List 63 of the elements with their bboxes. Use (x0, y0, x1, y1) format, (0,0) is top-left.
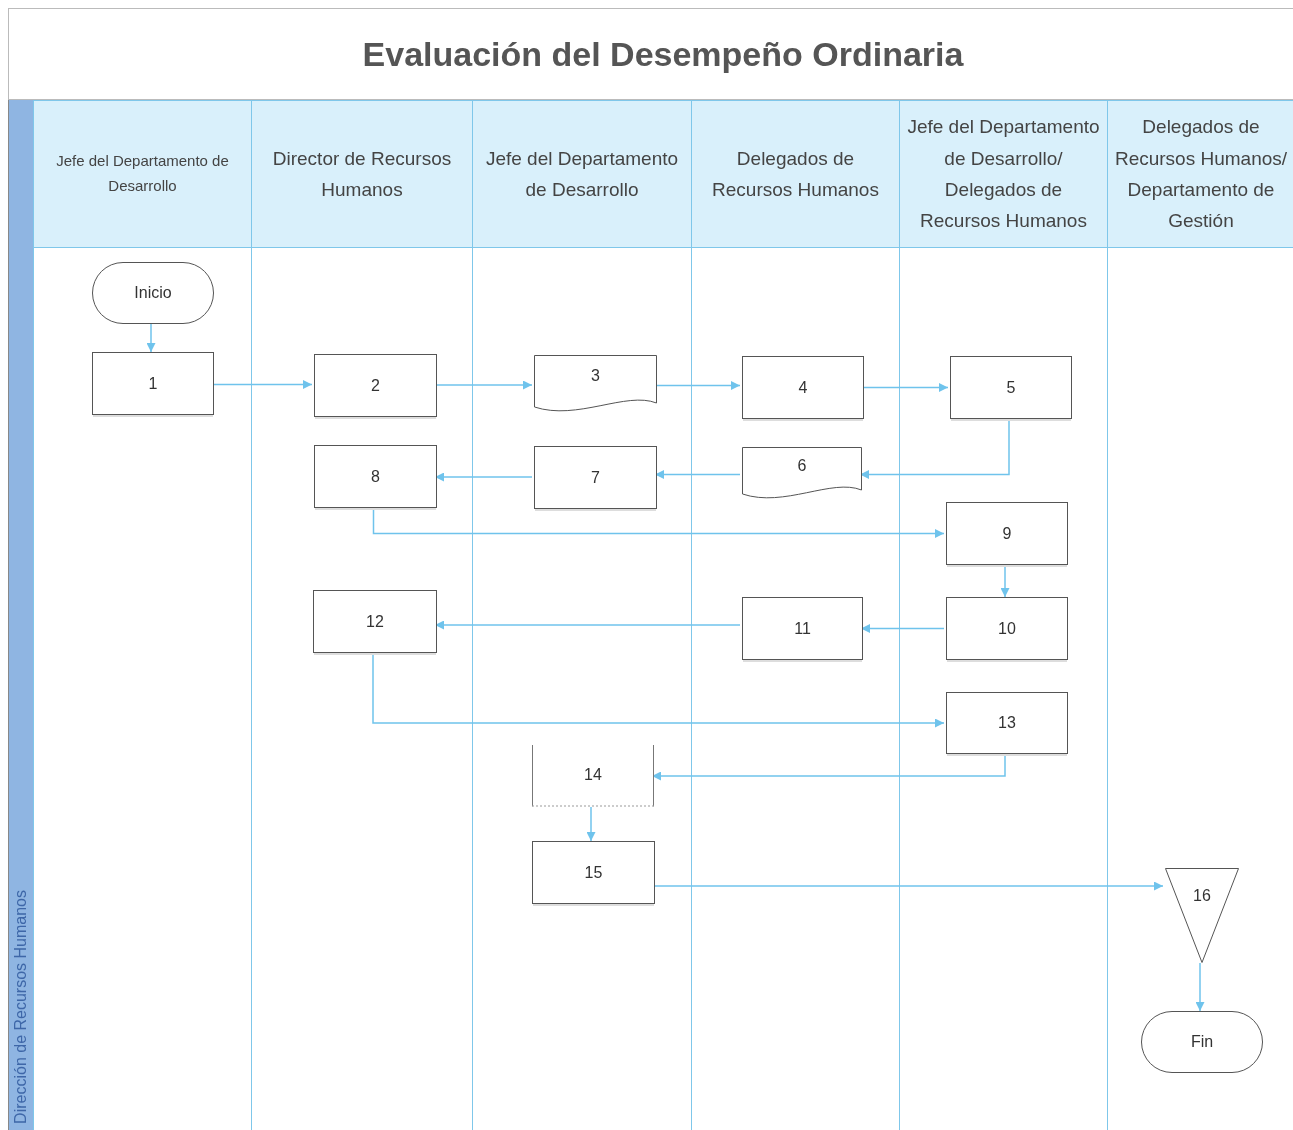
step-label: 13 (998, 714, 1016, 732)
lane-header: Delegados de Recursos Humanos/ Departamento de Gestión (1108, 100, 1293, 248)
step-label: Fin (1190, 1033, 1214, 1051)
swimlane (1107, 100, 1293, 1130)
arrow (861, 383, 949, 392)
arrow (860, 624, 945, 633)
arrow (859, 418, 1010, 479)
arrow (372, 507, 945, 538)
arrow (652, 881, 1164, 891)
process-box (742, 356, 864, 419)
step-label: 6 (797, 456, 807, 475)
process-box (950, 356, 1072, 419)
lane-header: Director de Recursos Humanos (252, 100, 472, 248)
arrow (1195, 962, 1205, 1012)
diagram-title: Evaluación del Desempeño Ordinaria (362, 34, 964, 74)
lane-header: Jefe del Departamento de Desarrollo/ Delegados de Recursos Humanos (900, 100, 1107, 248)
arrow (434, 620, 741, 630)
lane-header: Delegados de Recursos Humanos (692, 100, 899, 248)
swimlane (251, 100, 472, 1130)
process-box (532, 841, 655, 904)
process-box (314, 445, 437, 508)
process-box (92, 352, 214, 415)
swimlane (33, 100, 251, 1130)
merge-triangle (1165, 868, 1239, 963)
process-box (534, 446, 657, 509)
swimlane (472, 100, 691, 1130)
arrow (586, 806, 596, 842)
step-label: 3 (591, 367, 600, 385)
step-label: 5 (1006, 378, 1016, 397)
open-process-box (532, 745, 654, 807)
process-box (946, 502, 1068, 565)
process-box (313, 590, 437, 653)
swimlane (899, 100, 1107, 1130)
process-box (314, 354, 437, 417)
step-label: 15 (584, 863, 603, 882)
step-label: 12 (366, 612, 384, 631)
lane-header: Jefe del Departamento de Desarrollo (34, 100, 251, 248)
arrow (372, 652, 945, 728)
arrow (654, 381, 741, 390)
step-label: 8 (371, 467, 380, 486)
arrow (651, 753, 1006, 781)
step-label: 2 (371, 376, 380, 395)
arrow (654, 470, 741, 479)
step-label: 9 (1002, 524, 1012, 543)
step-label: 4 (798, 378, 808, 397)
pool-label: Dirección de Recursos Humanos (12, 890, 30, 1126)
step-label: 1 (148, 374, 158, 393)
step-label: 14 (584, 766, 602, 784)
process-box (742, 597, 863, 660)
arrow (1000, 564, 1010, 598)
arrow (434, 380, 533, 390)
arrow (146, 323, 156, 353)
step-label: 10 (998, 619, 1016, 638)
step-label: Inicio (134, 284, 172, 302)
arrow (211, 380, 313, 389)
swimlane (691, 100, 899, 1130)
arrow (434, 472, 533, 482)
step-label: 7 (591, 468, 600, 487)
step-label: 16 (1193, 886, 1211, 905)
step-label: 11 (794, 619, 811, 638)
lane-header: Jefe del Departamento de Desarrollo (473, 100, 691, 248)
process-box (946, 597, 1068, 660)
process-box (946, 692, 1068, 754)
